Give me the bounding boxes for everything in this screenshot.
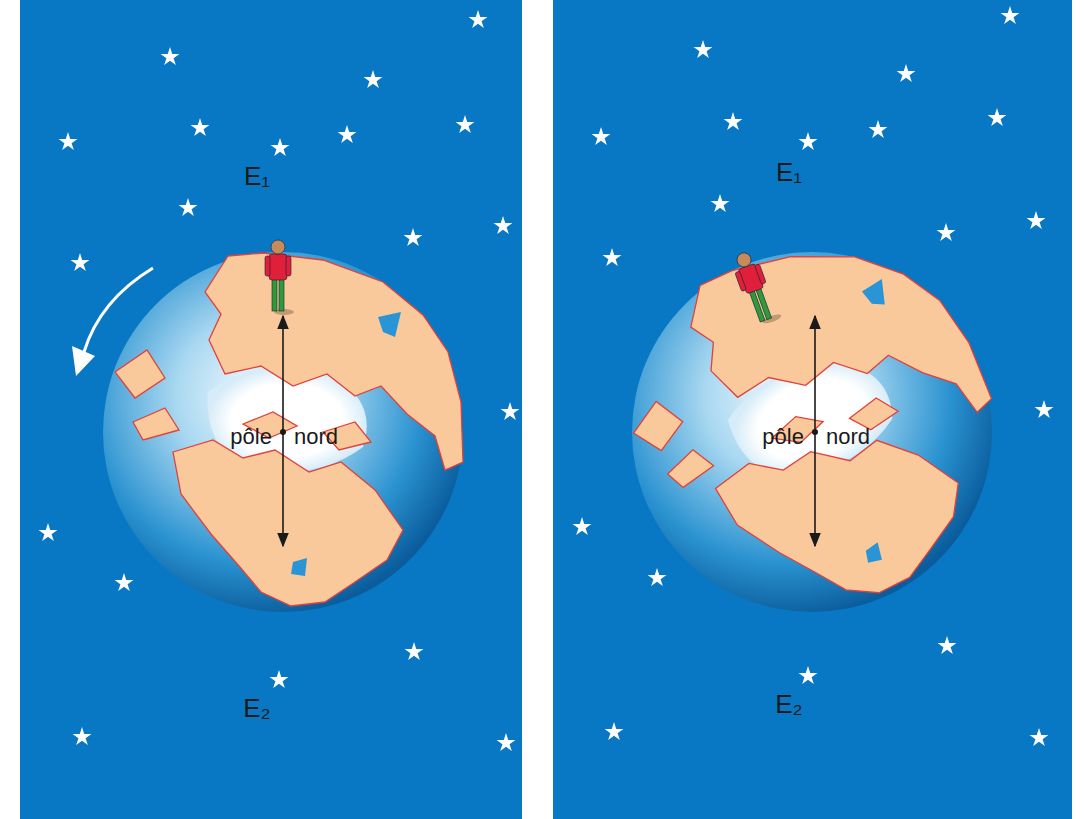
pole-label: pôle nord: [762, 425, 870, 449]
earth-globe: [588, 190, 1040, 653]
star: [456, 115, 475, 133]
rotation-arrow-head: [72, 346, 95, 376]
continent: [663, 445, 717, 491]
star: [937, 223, 956, 241]
star: [39, 523, 58, 541]
continent: [173, 440, 403, 606]
rotation-arrow: [84, 268, 153, 352]
star: [271, 138, 290, 156]
star: [405, 642, 424, 660]
continent: [677, 202, 994, 494]
star: [469, 10, 488, 28]
observer-figure: [729, 248, 782, 328]
star: [161, 47, 180, 65]
star: [724, 112, 743, 130]
sky-panel: [553, 0, 1072, 819]
star: [603, 248, 622, 266]
continent: [626, 395, 689, 457]
star: [592, 127, 611, 145]
star: [494, 216, 513, 234]
star: [270, 670, 289, 688]
sky-panel: [20, 0, 522, 819]
star: [897, 64, 916, 82]
star: [364, 70, 383, 88]
star: [573, 517, 592, 535]
star: [501, 402, 520, 420]
star: [59, 132, 78, 150]
star: [73, 727, 92, 745]
lake: [378, 312, 401, 337]
star: [404, 228, 423, 246]
continent: [205, 253, 463, 470]
star: [988, 108, 1007, 126]
star: [799, 132, 818, 150]
star: [179, 198, 198, 216]
star: [115, 573, 134, 591]
observer-figure: [265, 240, 294, 315]
star: [711, 194, 730, 212]
star: [1001, 6, 1020, 24]
star: [799, 666, 818, 684]
star: [694, 40, 713, 58]
star: [191, 118, 210, 136]
lake: [291, 558, 307, 576]
lake: [860, 279, 890, 310]
star-label: E₂: [243, 694, 270, 723]
pole-label: pôle nord: [230, 425, 338, 449]
star: [1027, 211, 1046, 229]
star: [605, 722, 624, 740]
lake: [863, 542, 884, 564]
star: [648, 568, 667, 586]
continent: [133, 408, 179, 440]
star: [338, 125, 357, 143]
star: [71, 253, 90, 271]
star: [1035, 400, 1054, 418]
star: [869, 120, 888, 138]
star: [1030, 728, 1049, 746]
continent: [711, 398, 984, 633]
star-label: E₂: [775, 690, 802, 719]
star: [938, 636, 957, 654]
continent: [115, 350, 165, 398]
star: [497, 733, 516, 751]
star-label: E₁: [244, 162, 270, 191]
earth-sphere: [103, 252, 463, 612]
earth-globe: [103, 240, 463, 612]
star-label: E₁: [776, 158, 802, 187]
